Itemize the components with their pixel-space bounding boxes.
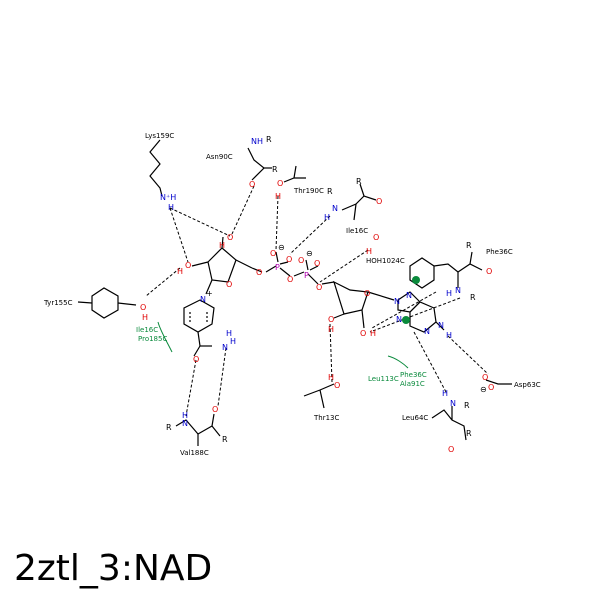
thr13-hydrogen: H [328, 373, 334, 382]
ligand-bonds [183, 236, 445, 357]
ile16-oxygen: O [376, 197, 382, 206]
hoh-oxygen: O [373, 233, 379, 242]
ile16-hydrogen: H [324, 213, 330, 222]
label-ile16-low: Ile16C [136, 326, 158, 334]
adenine-n3: N [396, 315, 402, 324]
leu64-hydrogen: H [442, 389, 448, 398]
adenine-n7: N [406, 291, 412, 300]
val188-r2: R [222, 435, 228, 444]
leu64-r2: R [466, 429, 472, 438]
leu64-nitrogen: N [450, 399, 456, 408]
phe36-r: R [470, 293, 476, 302]
ade-ribose-o2: O [328, 315, 334, 324]
phosphate-oa2: O [286, 255, 292, 264]
label-val188: Val188C [180, 449, 209, 457]
nic-ribose-ring-o: O [226, 280, 232, 289]
val188-hydrogen: H [182, 411, 188, 420]
phe36-hydrogen: H [446, 289, 452, 298]
lys159-hydrogen: H [168, 203, 174, 212]
label-pro185: Pro185C [138, 335, 167, 343]
leu64-r: R [464, 401, 470, 410]
phe36-r2: R [466, 241, 472, 250]
hydrogen-bonds [145, 185, 489, 417]
adenine-n1: N [424, 327, 430, 336]
nicotinamide-o7: O [193, 355, 199, 364]
phosphate-charge-a: ⊖ [278, 243, 285, 252]
thr190-oxygen: O [277, 179, 283, 188]
asp63-charge: ⊖ [480, 385, 487, 394]
phosphate-charge-b: ⊖ [306, 249, 313, 258]
adenine-n6: N [438, 321, 444, 330]
phosphate-o5: O [256, 268, 262, 277]
nic-ribose-o2-h: H [177, 267, 183, 276]
phosphate-oa1: O [270, 249, 276, 258]
label-tyr155: Tyr155C [43, 299, 73, 307]
label-ala91: Ala91C [400, 380, 425, 388]
label-asp63: Asp63C [514, 381, 541, 389]
tyr155-oxygen: O [140, 303, 146, 312]
phosphate-ob1: O [298, 256, 304, 265]
residue-bonds [77, 139, 512, 446]
ade-ribose-o2-h: H [328, 325, 334, 334]
nic-ribose-o2: O [185, 261, 191, 270]
atom-labels: N⁺H H NH R R O O H R N H R O O H H O O H… [140, 135, 494, 454]
nic-ribose-o3-h: H [219, 241, 225, 250]
phe36-oxygen: O [486, 267, 492, 276]
residue-labels: Lys159C Asn90C Thr190C Ile16C HOH1024C P… [43, 132, 541, 457]
label-hoh1024: HOH1024C [366, 257, 405, 265]
asn90-oxygen: O [249, 180, 255, 189]
ile16-r2: R [356, 177, 362, 186]
phosphate-bridge-o: O [287, 275, 293, 284]
phosphorus-a: P [275, 263, 280, 272]
nicotinamide-n7-h: H [230, 337, 236, 346]
hydrophobic-contacts [157, 276, 420, 369]
asn90-r: R [266, 135, 272, 144]
val188-oxygen: O [212, 405, 218, 414]
phe36-nitrogen: N [455, 286, 461, 295]
thr190-hydrogen: H [275, 192, 281, 201]
ile16-r: R [327, 187, 333, 196]
nic-ribose-o3: O [227, 233, 233, 242]
ade-ribose-ring-o: O [364, 289, 370, 298]
thr13-oxygen: O [334, 381, 340, 390]
asp63-oxygen: O [482, 373, 488, 382]
label-lys159: Lys159C [145, 132, 174, 140]
label-phe36-top: Phe36C [486, 248, 513, 256]
nicotinamide-n7: N [222, 343, 228, 352]
label-asn90: Asn90C [206, 153, 233, 161]
adenine-n6-h: H [446, 331, 452, 340]
leu64-oxygen: O [448, 445, 454, 454]
label-thr190: Thr190C [293, 187, 324, 195]
nicotinamide-n1: N [200, 295, 206, 304]
val188-r: R [166, 423, 172, 432]
label-leu113: Leu113C [368, 375, 399, 383]
phosphorus-b: P [304, 271, 309, 280]
lys159-nitrogen: N⁺H [160, 193, 176, 202]
nicotinamide-charge: + [206, 289, 213, 298]
phosphate-o5b: O [316, 283, 322, 292]
tyr155-hydrogen: H [142, 313, 148, 322]
ade-ribose-o3: O [360, 329, 366, 338]
hoh-hydrogen: H [366, 247, 372, 256]
label-leu64: Leu64C [402, 414, 428, 422]
ile16-nitrogen: N [332, 204, 338, 213]
label-thr13: Thr13C [313, 414, 339, 422]
label-phe36-low: Phe36C [400, 371, 427, 379]
asn90-r2: R [272, 165, 278, 174]
ade-ribose-o3-h: H [370, 329, 376, 338]
adenine-n9: N [394, 297, 400, 306]
diagram-title: 2ztl_3:NAD [14, 548, 213, 589]
label-ile16-top: Ile16C [346, 227, 368, 235]
asp63-oxygen2: O [488, 383, 494, 392]
phosphate-ob2: O [314, 259, 320, 268]
val188-nitrogen: N [182, 419, 188, 428]
asn90-nitrogen: NH [251, 137, 263, 146]
nicotinamide-n7-h2: H [226, 329, 232, 338]
